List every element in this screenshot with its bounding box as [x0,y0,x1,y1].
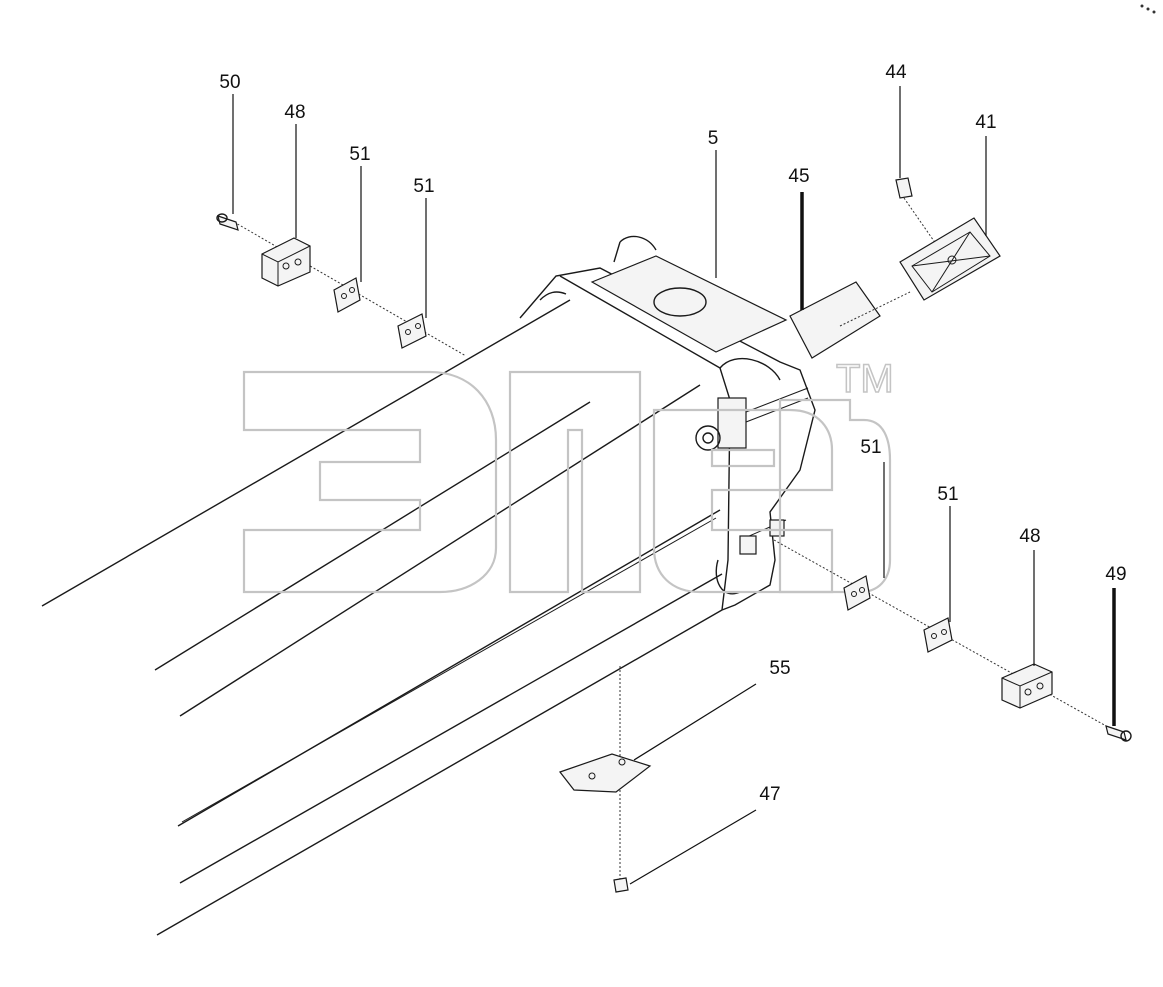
bottom-parts [559,666,652,893]
callout-44: 44 [885,62,907,83]
callout-48: 48 [284,102,305,123]
upper-right-parts [789,177,1001,359]
callout-41: 41 [975,112,996,133]
callout-5: 5 [708,128,719,149]
lower-right-hardware [773,539,1132,742]
watermark-logo: TM [242,356,895,594]
callout-labels: 50 48 51 51 5 45 44 41 51 51 48 49 55 47 [219,62,1126,805]
callout-50: 50 [219,72,240,93]
callout-55: 55 [769,658,790,679]
boom-section [41,235,816,936]
callout-51: 51 [937,484,958,505]
corner-mark [1140,4,1156,14]
callout-51: 51 [349,144,370,165]
callout-51: 51 [860,437,881,458]
leader-lines [232,86,1116,885]
watermark-trademark: TM [836,357,894,401]
upper-left-hardware [216,213,467,357]
callout-49: 49 [1105,564,1126,585]
callout-47: 47 [759,784,780,805]
callout-45: 45 [788,166,809,187]
callout-48: 48 [1019,526,1040,547]
callout-51: 51 [413,176,434,197]
